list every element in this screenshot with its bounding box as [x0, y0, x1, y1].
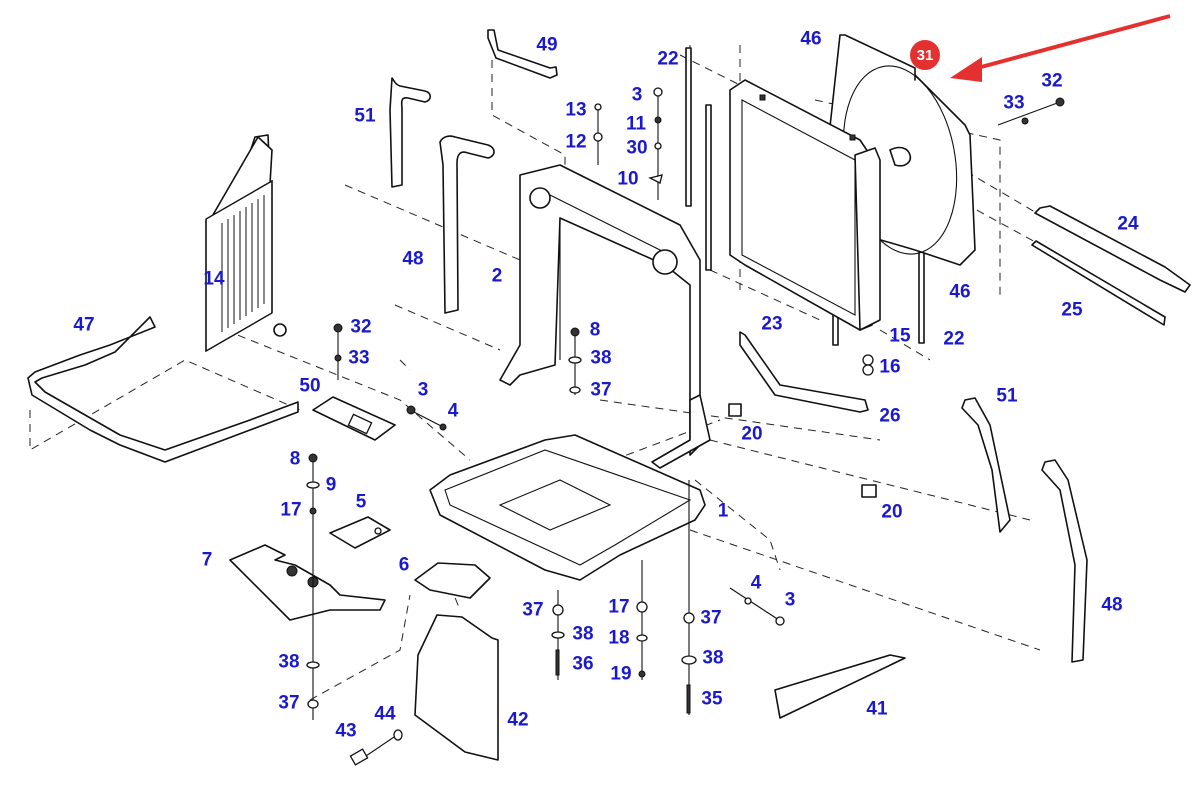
callout-35[interactable]: 35 — [701, 688, 723, 710]
callout-41[interactable]: 41 — [866, 698, 888, 720]
part-6-plate — [414, 562, 491, 599]
cooler-fins — [221, 195, 265, 332]
part-24-strip — [1034, 205, 1191, 293]
callout-46[interactable]: 46 — [800, 28, 822, 50]
callout-49[interactable]: 49 — [536, 34, 558, 56]
callout-3[interactable]: 3 — [631, 84, 643, 106]
part-2-frame — [499, 164, 711, 469]
callout-48[interactable]: 48 — [402, 248, 424, 270]
part-31-highlight-badge[interactable]: 31 — [910, 40, 940, 70]
callout-10[interactable]: 10 — [617, 168, 639, 190]
callout-42[interactable]: 42 — [507, 709, 529, 731]
part-47-trim-strip — [27, 316, 299, 463]
part-42-bracket — [414, 614, 499, 761]
part-49-bracket — [487, 29, 558, 79]
callout-3[interactable]: 3 — [417, 379, 429, 401]
callout-6[interactable]: 6 — [398, 554, 410, 576]
callout-9[interactable]: 9 — [325, 474, 337, 496]
callout-15[interactable]: 15 — [889, 325, 911, 347]
callout-51[interactable]: 51 — [996, 385, 1018, 407]
callout-38[interactable]: 38 — [572, 623, 594, 645]
callout-14[interactable]: 14 — [203, 268, 225, 290]
callout-32[interactable]: 32 — [350, 316, 372, 338]
callout-46[interactable]: 46 — [949, 281, 971, 303]
callout-12[interactable]: 12 — [565, 131, 587, 153]
callout-30[interactable]: 30 — [626, 137, 648, 159]
part-51-hose-left — [389, 77, 432, 188]
callout-19[interactable]: 19 — [610, 663, 632, 685]
part-51-hose-right — [961, 397, 1011, 533]
callout-2[interactable]: 2 — [491, 265, 503, 287]
hardware-fasteners — [306, 87, 1065, 766]
callout-37[interactable]: 37 — [522, 599, 544, 621]
part-7-plate — [229, 544, 386, 621]
callout-38[interactable]: 38 — [278, 651, 300, 673]
callout-50[interactable]: 50 — [299, 375, 321, 397]
callout-17[interactable]: 17 — [608, 596, 630, 618]
part-14-oil-cooler — [205, 134, 287, 352]
callout-37[interactable]: 37 — [700, 607, 722, 629]
callout-43[interactable]: 43 — [335, 720, 357, 742]
callout-7[interactable]: 7 — [201, 549, 213, 571]
callout-44[interactable]: 44 — [374, 703, 396, 725]
callout-48[interactable]: 48 — [1101, 594, 1123, 616]
callout-33[interactable]: 33 — [348, 347, 370, 369]
callout-36[interactable]: 36 — [572, 653, 594, 675]
callout-18[interactable]: 18 — [608, 627, 630, 649]
callout-17[interactable]: 17 — [280, 499, 302, 521]
part-1-base-plate — [429, 434, 706, 581]
highlight-arrow-icon — [950, 14, 1171, 82]
part-41-bracket — [774, 654, 906, 719]
part-15-radiator — [729, 79, 912, 331]
part-20-mount — [728, 403, 877, 498]
callout-8[interactable]: 8 — [289, 448, 301, 470]
part-48-hose-right — [1041, 459, 1088, 663]
callout-38[interactable]: 38 — [590, 347, 612, 369]
callout-20[interactable]: 20 — [881, 501, 903, 523]
part-26-bar — [739, 331, 869, 413]
part-50-bracket — [312, 396, 396, 441]
callout-23[interactable]: 23 — [761, 313, 783, 335]
callout-4[interactable]: 4 — [447, 400, 459, 422]
callout-1[interactable]: 1 — [717, 500, 729, 522]
callout-5[interactable]: 5 — [355, 491, 367, 513]
callout-16[interactable]: 16 — [879, 356, 901, 378]
callout-13[interactable]: 13 — [565, 99, 587, 121]
part-5-plate — [329, 516, 391, 549]
callout-26[interactable]: 26 — [879, 405, 901, 427]
callout-11[interactable]: 11 — [625, 113, 647, 135]
callout-4[interactable]: 4 — [750, 572, 762, 594]
part-25-strip — [1031, 240, 1166, 326]
part-48-hose-left — [439, 135, 495, 314]
callout-22[interactable]: 22 — [943, 328, 965, 350]
callout-51[interactable]: 51 — [354, 105, 376, 127]
callout-20[interactable]: 20 — [741, 423, 763, 445]
callout-33[interactable]: 33 — [1003, 92, 1025, 114]
callout-32[interactable]: 32 — [1041, 70, 1063, 92]
callout-37[interactable]: 37 — [278, 692, 300, 714]
callout-25[interactable]: 25 — [1061, 299, 1083, 321]
callout-47[interactable]: 47 — [73, 314, 95, 336]
callout-22[interactable]: 22 — [657, 48, 679, 70]
callout-3[interactable]: 3 — [784, 589, 796, 611]
callout-8[interactable]: 8 — [589, 319, 601, 341]
callout-38[interactable]: 38 — [702, 647, 724, 669]
callout-24[interactable]: 24 — [1117, 213, 1139, 235]
callout-37[interactable]: 37 — [590, 379, 612, 401]
